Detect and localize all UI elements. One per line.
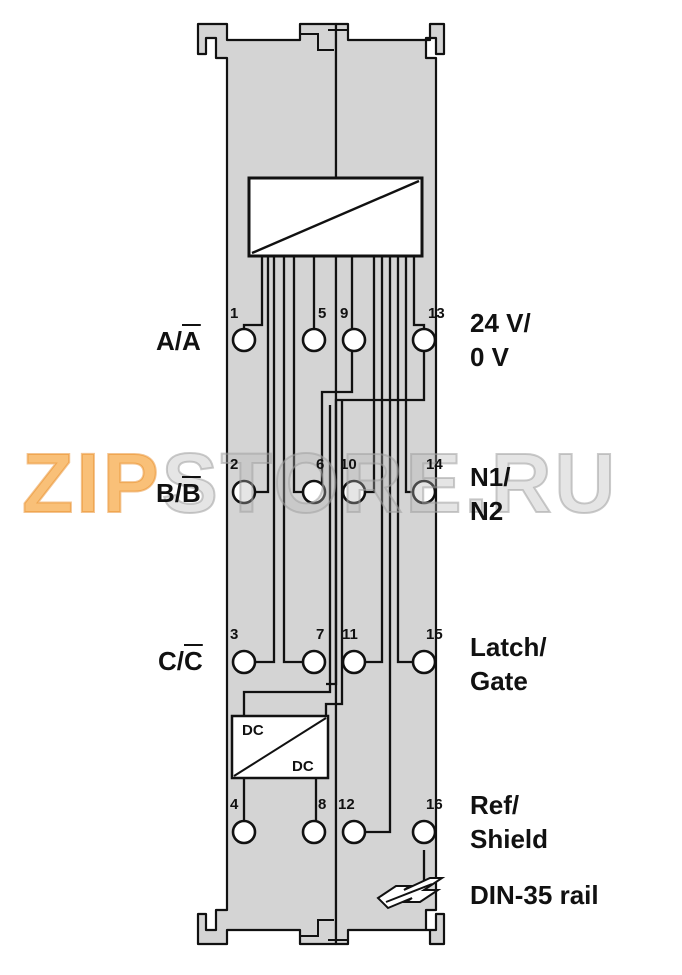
pin-number-15: 15 <box>426 626 443 643</box>
wiring <box>242 256 426 886</box>
terminal-11 <box>341 649 367 675</box>
dc-converter-diagonal <box>233 717 327 777</box>
terminal-5 <box>301 327 327 353</box>
pin-number-12: 12 <box>338 796 355 813</box>
terminal-3 <box>231 649 257 675</box>
wire-dc-supply-b <box>324 400 344 716</box>
group-label-b-main: B/ <box>156 478 182 508</box>
pin-number-13: 13 <box>428 305 445 322</box>
terminal-16 <box>411 819 437 845</box>
bottom-hook-right <box>328 930 349 941</box>
wire-pin-7 <box>282 256 304 664</box>
group-label-a: A/A <box>156 324 201 358</box>
group-label-a-main: A/ <box>156 326 182 356</box>
group-label-c: C/C <box>158 644 203 678</box>
wire-pin-3 <box>254 256 276 664</box>
watermark-rest: STORE.RU <box>161 436 619 530</box>
wire-pin-12 <box>364 256 392 834</box>
terminal-9 <box>341 327 367 353</box>
wire-pin-11 <box>364 256 384 664</box>
watermark: ZIPSTORE.RU <box>21 436 619 530</box>
pin-number-1: 1 <box>230 305 239 322</box>
optocoupler-block <box>247 40 424 258</box>
terminal-14 <box>411 479 437 505</box>
wire-pin-6 <box>292 256 304 494</box>
wire-pin-2 <box>254 256 270 494</box>
pin-number-14: 14 <box>426 456 443 473</box>
wire-pin-14 <box>404 256 414 494</box>
label-n1-n2: N1/ N2 <box>470 462 511 526</box>
terminal-contacts <box>231 327 437 845</box>
pin-number-5: 5 <box>318 305 327 322</box>
wire-pin-13-down <box>326 352 426 686</box>
din-rail-line <box>385 883 433 903</box>
dc-input-label: DC <box>242 722 264 739</box>
label-ref-shield: Ref/ Shield <box>470 790 549 854</box>
terminal-10 <box>341 479 367 505</box>
pin-number-16: 16 <box>426 796 443 813</box>
pin-number-10: 10 <box>340 456 357 473</box>
top-hook-right <box>328 29 349 40</box>
pin-number-2: 2 <box>230 456 239 473</box>
terminal-13 <box>411 327 437 353</box>
pin-number-6: 6 <box>316 456 325 473</box>
watermark-first: ZIP <box>21 436 162 530</box>
rail-hooks <box>299 29 349 941</box>
group-label-b: B/B <box>156 476 201 510</box>
terminal-8 <box>301 819 327 845</box>
terminal-4 <box>231 819 257 845</box>
group-label-b-bar: B <box>182 478 201 508</box>
label-din-rail: DIN-35 rail <box>470 880 599 910</box>
top-hook-left <box>299 33 334 51</box>
dc-dc-converter <box>230 714 330 780</box>
pin-number-7: 7 <box>316 626 325 643</box>
label-latch-gate: Latch/ Gate <box>470 632 547 696</box>
pin-number-4: 4 <box>230 796 239 813</box>
din-rail-icon <box>376 877 446 910</box>
terminal-1 <box>231 327 257 353</box>
wire-pin-10 <box>364 256 376 494</box>
pin-number-8: 8 <box>318 796 327 813</box>
terminal-7 <box>301 649 327 675</box>
dc-output-label: DC <box>292 758 314 775</box>
terminal-6 <box>301 479 327 505</box>
label-24v-0v: 24 V/ 0 V <box>470 308 531 372</box>
terminal-12 <box>341 819 367 845</box>
optocoupler-diagonal <box>251 179 420 255</box>
wire-pin-15 <box>396 256 414 664</box>
wire-dc-supply-a <box>242 405 332 716</box>
pin-number-3: 3 <box>230 626 239 643</box>
group-label-c-bar: C <box>184 646 203 676</box>
terminal-2 <box>231 479 257 505</box>
pin-number-11: 11 <box>342 626 358 643</box>
group-label-a-bar: A <box>182 326 201 356</box>
pin-number-9: 9 <box>340 305 349 322</box>
group-label-c-main: C/ <box>158 646 184 676</box>
bottom-hook-left <box>299 919 334 937</box>
terminal-15 <box>411 649 437 675</box>
